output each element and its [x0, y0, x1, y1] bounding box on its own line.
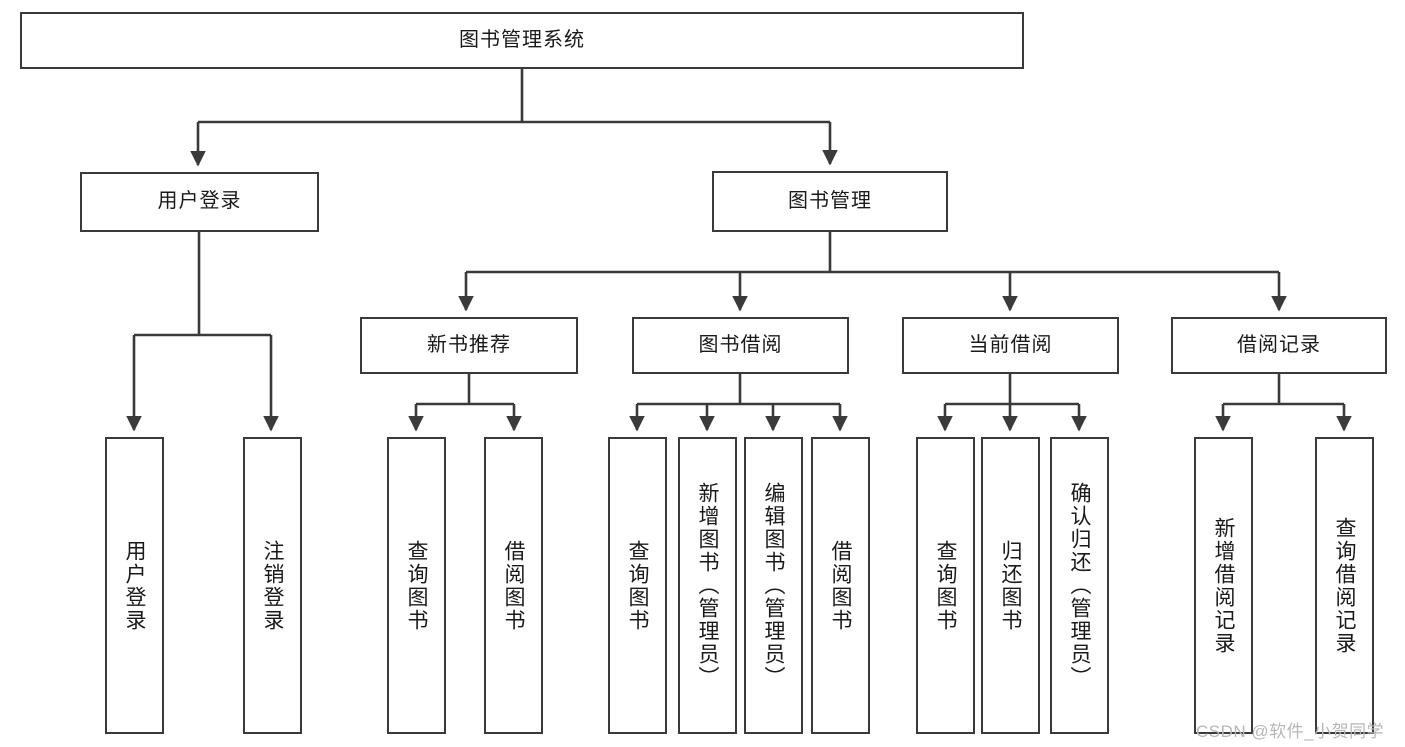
node-leaf-borrow-book-2[interactable]: 借阅图书	[811, 437, 870, 734]
node-leaf-add-record-label: 新增借阅记录	[1212, 516, 1235, 655]
node-leaf-edit-book[interactable]: 编辑图书（管理员）	[744, 437, 803, 734]
node-current-borrow[interactable]: 当前借阅	[902, 317, 1119, 374]
node-leaf-confirm-return-label: 确认归还（管理员）	[1068, 482, 1091, 689]
node-leaf-query-record-label: 查询借阅记录	[1333, 516, 1356, 655]
node-leaf-edit-book-label: 编辑图书（管理员）	[762, 482, 785, 689]
node-leaf-add-book[interactable]: 新增图书（管理员）	[678, 437, 737, 734]
csdn-watermark: CSDN @软件_小贺同学	[1196, 722, 1385, 741]
node-leaf-user-login-label: 用户登录	[123, 539, 146, 632]
node-leaf-borrow-book-1[interactable]: 借阅图书	[484, 437, 543, 734]
node-book-borrow[interactable]: 图书借阅	[632, 317, 849, 374]
node-borrow-record-label: 借阅记录	[1237, 333, 1321, 356]
node-leaf-user-login[interactable]: 用户登录	[105, 437, 164, 734]
node-current-borrow-label: 当前借阅	[968, 333, 1053, 356]
node-leaf-user-logout-label: 注销登录	[261, 539, 284, 632]
node-leaf-add-record[interactable]: 新增借阅记录	[1194, 437, 1253, 734]
node-leaf-return-book[interactable]: 归还图书	[981, 437, 1040, 734]
node-user-login-label: 用户登录	[157, 190, 242, 213]
node-leaf-user-logout[interactable]: 注销登录	[243, 437, 302, 734]
node-root[interactable]: 图书管理系统	[20, 12, 1024, 69]
node-root-label: 图书管理系统	[459, 28, 585, 51]
node-new-book-rec[interactable]: 新书推荐	[360, 317, 578, 374]
node-leaf-query-book-2-label: 查询图书	[626, 539, 649, 632]
node-book-manage[interactable]: 图书管理	[712, 171, 948, 232]
node-user-login[interactable]: 用户登录	[80, 172, 319, 232]
node-leaf-query-record[interactable]: 查询借阅记录	[1315, 437, 1374, 734]
node-leaf-add-book-label: 新增图书（管理员）	[696, 482, 719, 689]
node-leaf-query-book-1[interactable]: 查询图书	[387, 437, 446, 734]
node-borrow-record[interactable]: 借阅记录	[1171, 317, 1387, 374]
node-leaf-borrow-book-1-label: 借阅图书	[502, 539, 525, 632]
node-leaf-confirm-return[interactable]: 确认归还（管理员）	[1050, 437, 1109, 734]
node-leaf-query-book-2[interactable]: 查询图书	[608, 437, 667, 734]
node-book-manage-label: 图书管理	[788, 189, 872, 212]
node-leaf-return-book-label: 归还图书	[999, 539, 1022, 632]
node-leaf-query-book-3-label: 查询图书	[934, 539, 957, 632]
node-new-book-rec-label: 新书推荐	[427, 333, 511, 356]
node-leaf-query-book-1-label: 查询图书	[405, 539, 428, 632]
node-leaf-borrow-book-2-label: 借阅图书	[829, 539, 852, 632]
node-book-borrow-label: 图书借阅	[698, 333, 783, 356]
node-leaf-query-book-3[interactable]: 查询图书	[916, 437, 975, 734]
